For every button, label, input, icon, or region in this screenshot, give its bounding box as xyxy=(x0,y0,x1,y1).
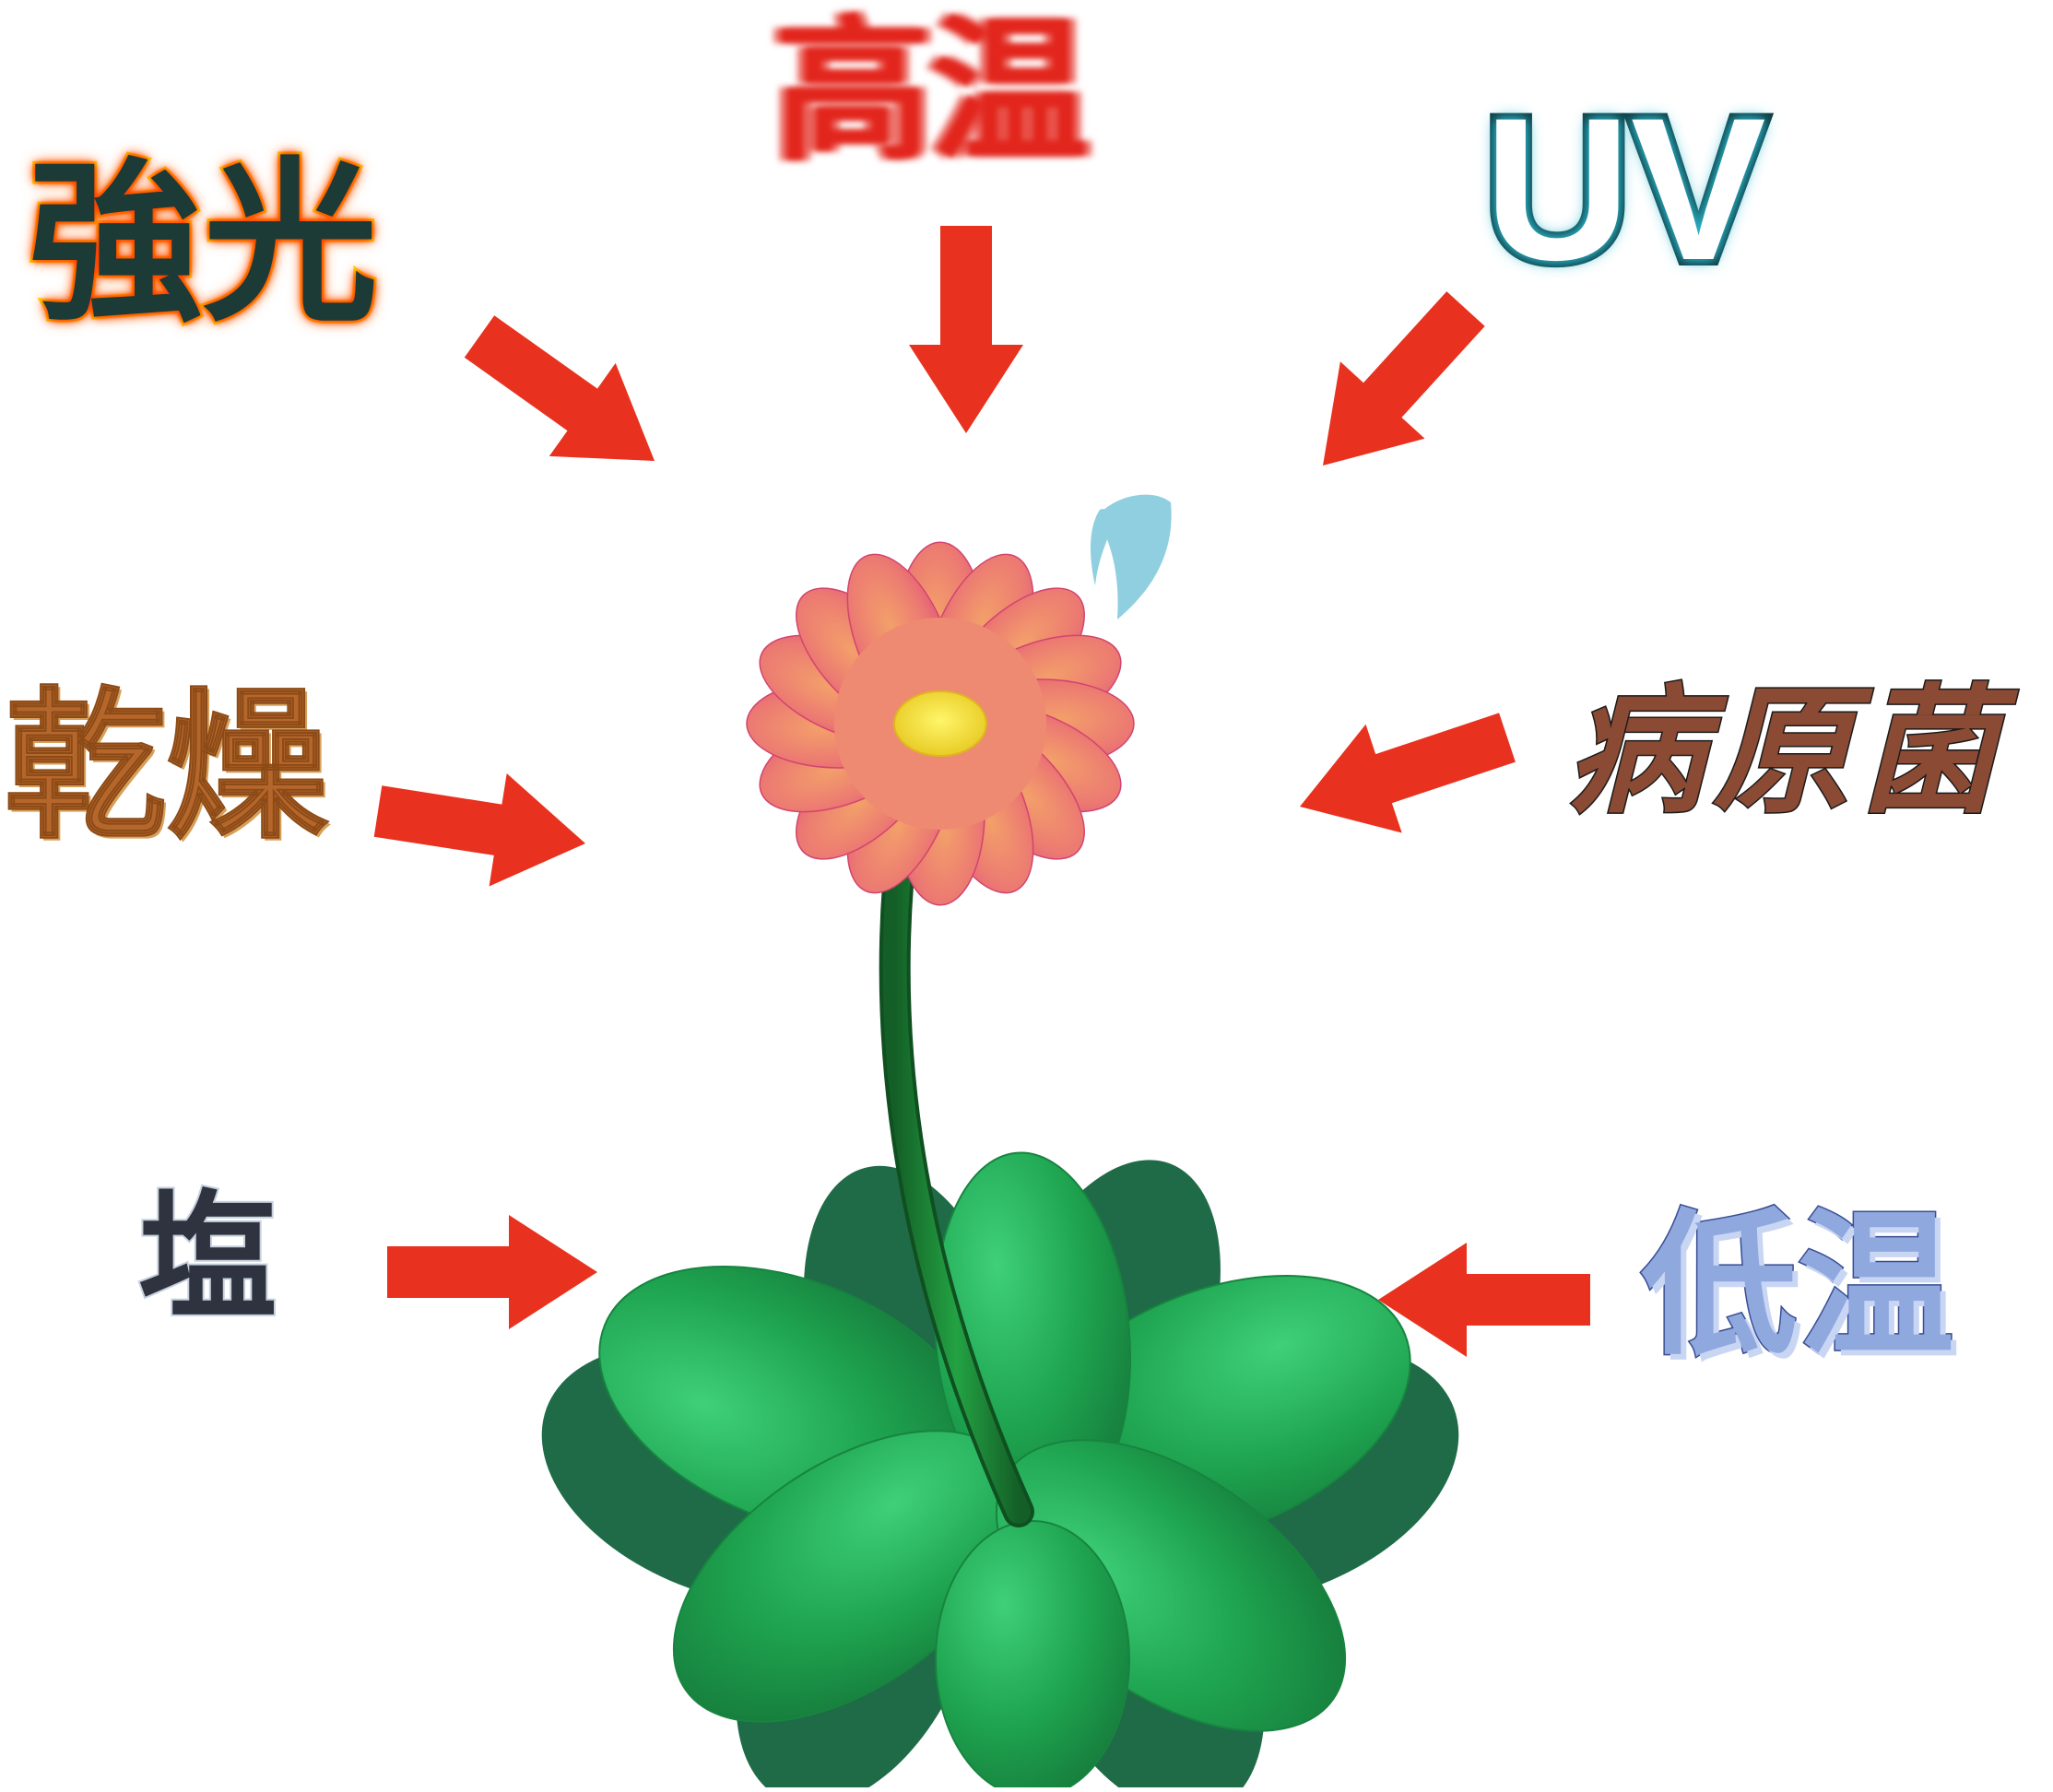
water-drop xyxy=(1097,494,1172,619)
flower-center xyxy=(893,690,987,757)
front-leaves xyxy=(598,1151,1411,1792)
label-high-temperature: 高温 xyxy=(774,1,1089,183)
label-uv: UV xyxy=(1478,76,1773,302)
label-strong-light: 強光 xyxy=(25,142,381,346)
arrow-salt xyxy=(387,1215,597,1329)
arrow-strong-light xyxy=(464,315,655,461)
label-salt: 塩 xyxy=(136,1178,278,1338)
arrow-high-temperature xyxy=(909,226,1023,433)
arrow-pathogen xyxy=(1300,713,1516,833)
label-dryness: 乾燥 xyxy=(4,674,328,861)
label-pathogen: 病原菌 xyxy=(1565,670,2005,832)
stem-highlight xyxy=(882,818,1031,1524)
arrow-low-temperature xyxy=(1378,1243,1590,1357)
arrow-dryness xyxy=(373,773,585,887)
water-drops xyxy=(1091,494,1172,619)
label-low-temperature: 低温 xyxy=(1639,1195,1955,1377)
water-drop xyxy=(1091,509,1114,585)
arrow-uv xyxy=(1323,291,1485,466)
leaf xyxy=(935,1520,1130,1792)
arrows xyxy=(373,226,1590,1357)
